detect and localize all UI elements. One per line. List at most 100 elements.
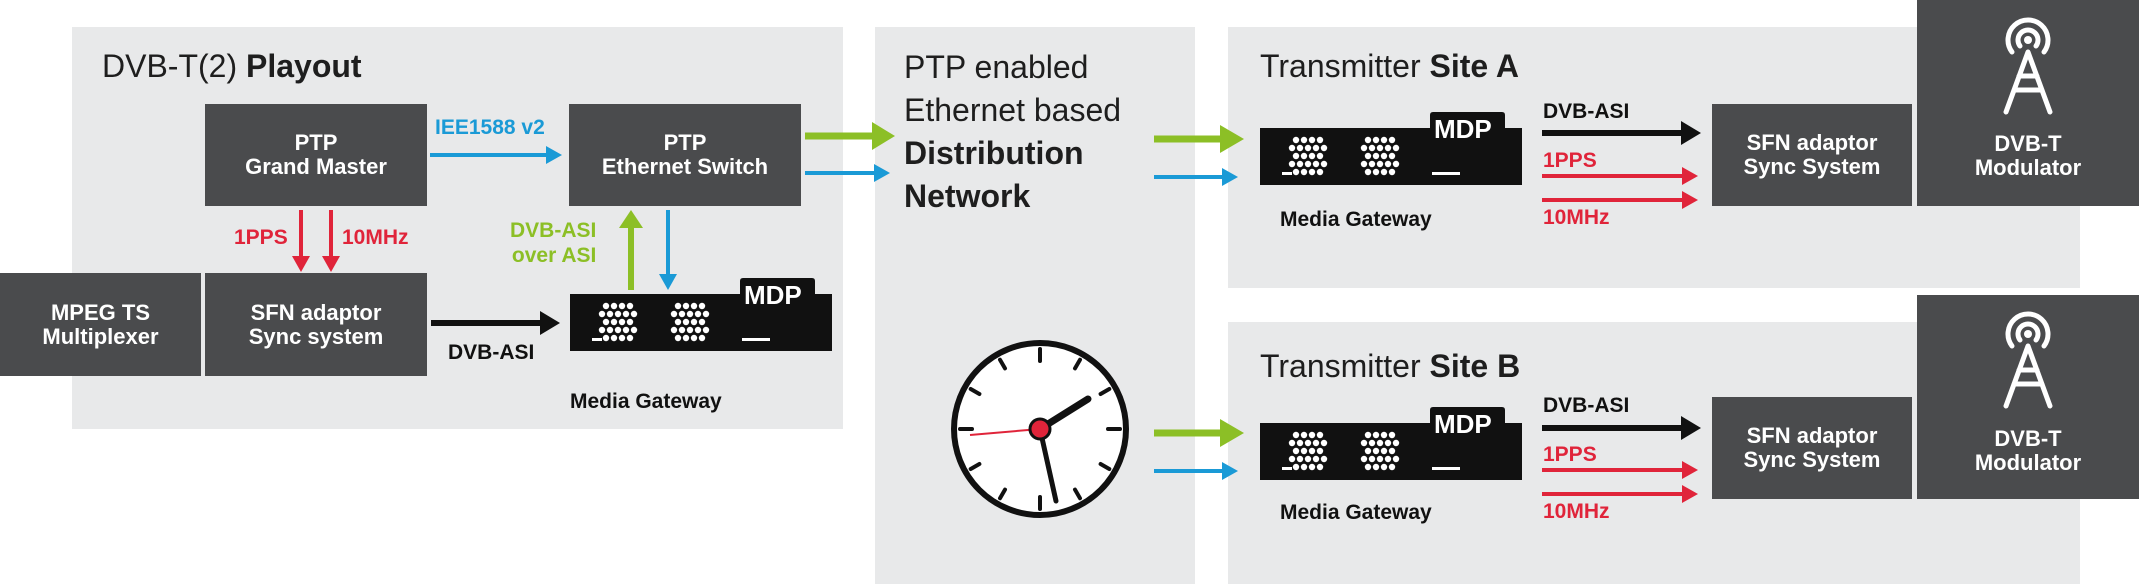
site-a-dvbasi-label: DVB-ASI: [1543, 100, 1630, 123]
site-a-green-arrow: [1154, 125, 1244, 153]
device-dot: [1308, 152, 1316, 160]
device-dot: [1316, 136, 1324, 144]
device-dot: [1364, 152, 1372, 160]
device-dot: [1320, 455, 1328, 463]
device-dot: [674, 334, 682, 342]
device-dot: [1364, 136, 1372, 144]
device-dot: [1292, 447, 1300, 455]
device-dot: [1380, 431, 1388, 439]
ptp-grandmaster-line-2: Grand Master: [245, 154, 387, 179]
device-dot: [1308, 136, 1316, 144]
device-dot: [1304, 439, 1312, 447]
device-dot: [1388, 136, 1396, 144]
site-b-modulator-line-2: Modulator: [1974, 450, 2082, 475]
device-dot: [1292, 463, 1300, 471]
device-dot: [630, 310, 638, 318]
device-dot: [1376, 160, 1384, 168]
site-a-media-gateway-device-icon: [1260, 112, 1522, 185]
device-dot: [1376, 439, 1384, 447]
device-dot: [598, 310, 606, 318]
device-dot: [618, 302, 626, 310]
device-dot: [1300, 152, 1308, 160]
device-dot: [606, 310, 614, 318]
site-a-sfn-line-2: Sync System: [1743, 154, 1881, 179]
device-dot: [1312, 439, 1320, 447]
site-b-modulator-line-1: DVB-T: [1994, 426, 2062, 451]
clock-minute-hand: [1037, 426, 1059, 504]
mpeg-mux-line-1: MPEG TS: [50, 299, 150, 325]
device-dot: [1312, 455, 1320, 463]
device-dot: [1364, 168, 1372, 176]
distribution-line-4: Network: [904, 178, 1031, 214]
device-dot: [1300, 431, 1308, 439]
device-dot: [682, 318, 690, 326]
device-dot: [670, 310, 678, 318]
device-dot: [1388, 447, 1396, 455]
clock-second-hand: [969, 428, 1041, 436]
site-b-modulator-box: DVB-T Modulator: [1917, 295, 2139, 499]
device-dot: [626, 302, 634, 310]
device-dot: [606, 326, 614, 334]
pps-arrow: [292, 210, 310, 272]
clock-icon: [951, 340, 1129, 518]
dvbasi-over-asi-line-1: DVB-ASI: [510, 219, 597, 242]
device-dot: [1312, 144, 1320, 152]
device-dot: [1360, 439, 1368, 447]
device-dot: [1372, 136, 1380, 144]
device-dot: [678, 326, 686, 334]
device-dot: [1380, 152, 1388, 160]
site-a-modulator-line-2: Modulator: [1974, 155, 2082, 180]
ptp-switch-line-1: PTP: [663, 130, 707, 155]
device-dot: [1308, 447, 1316, 455]
device-dot: [1392, 455, 1400, 463]
device-dot: [622, 326, 630, 334]
device-dot: [622, 310, 630, 318]
device-dot: [602, 318, 610, 326]
device-dot: [1308, 463, 1316, 471]
mpeg-mux-box: MPEG TS Multiplexer: [0, 273, 201, 376]
device-dot: [1300, 463, 1308, 471]
playout-10mhz-label: 10MHz: [342, 226, 409, 249]
device-dot: [1384, 160, 1392, 168]
device-dot: [614, 310, 622, 318]
playout-dvbasi-label: DVB-ASI: [448, 341, 535, 364]
site-b-pps-label: 1PPS: [1543, 443, 1597, 466]
site-b-media-gateway-device-icon: [1260, 407, 1522, 480]
device-dot: [1288, 439, 1296, 447]
site-b-title: Transmitter Site B: [1260, 348, 1520, 385]
device-dot: [1372, 447, 1380, 455]
device-dot: [1384, 439, 1392, 447]
site-b-sfn-adaptor-box: SFN adaptor Sync System: [1712, 397, 1912, 499]
device-dot: [1292, 152, 1300, 160]
device-dot: [1372, 431, 1380, 439]
device-dot: [1316, 431, 1324, 439]
site-b-title-prefix: Transmitter: [1260, 348, 1421, 384]
mpeg-mux-line-2: Multiplexer: [42, 323, 159, 349]
device-dot: [614, 326, 622, 334]
10mhz-arrow: [322, 210, 340, 272]
dot-grid: [598, 302, 710, 342]
device-dot: [1300, 136, 1308, 144]
device-dot: [1392, 160, 1400, 168]
device-dot: [1364, 431, 1372, 439]
site-a-sfn-adaptor-box: SFN adaptor Sync System: [1712, 104, 1912, 206]
device-dot: [1292, 168, 1300, 176]
ieee1588-label: IEE1588 v2: [435, 116, 545, 139]
dot-grid: [1288, 136, 1400, 176]
device-dot: [610, 318, 618, 326]
device-dot: [690, 318, 698, 326]
device-dot: [694, 310, 702, 318]
device-dot: [1316, 463, 1324, 471]
device-dot: [1296, 160, 1304, 168]
device-dot: [1376, 144, 1384, 152]
device-dot: [618, 334, 626, 342]
site-b-mdp-label: MDP: [1434, 409, 1492, 439]
device-dot: [1304, 144, 1312, 152]
device-dot: [698, 302, 706, 310]
ptp-grandmaster-line-1: PTP: [294, 130, 338, 155]
device-dot: [1364, 447, 1372, 455]
site-b-10mhz-label: 10MHz: [1543, 500, 1610, 523]
device-dot: [1388, 152, 1396, 160]
device-dot: [618, 318, 626, 326]
site-b-title-bold: Site B: [1429, 348, 1521, 384]
